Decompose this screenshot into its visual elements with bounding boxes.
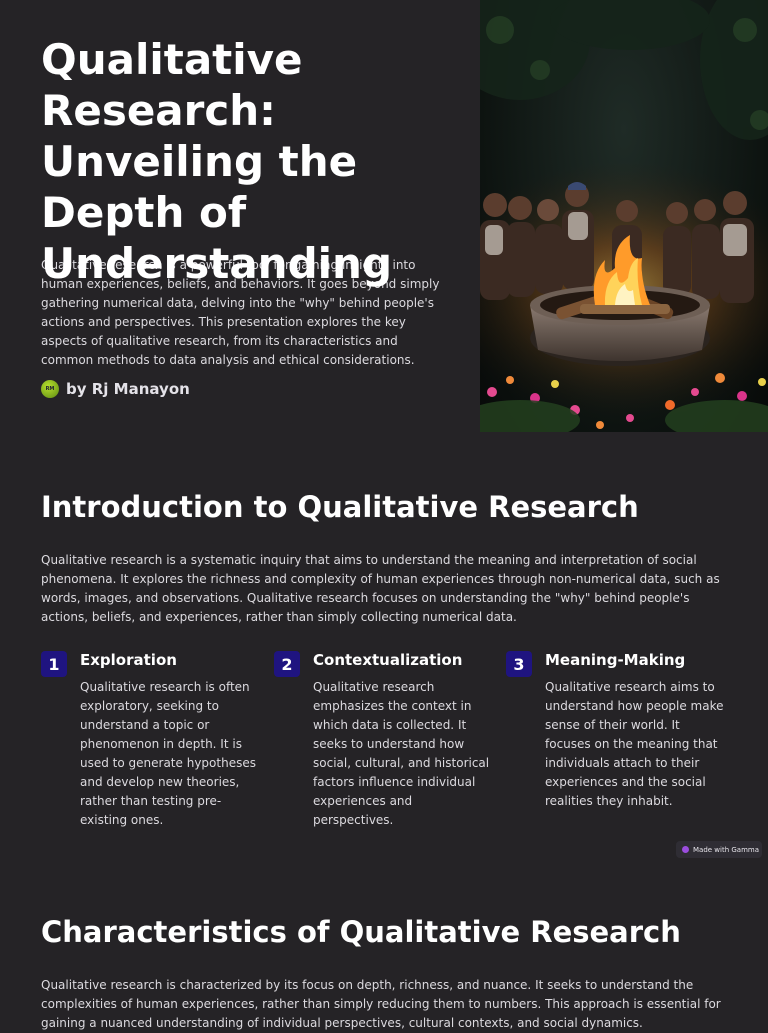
author-byline: RM by Rj Manayon [41, 380, 190, 398]
number-badge: 1 [41, 651, 67, 677]
author-name: by Rj Manayon [66, 380, 190, 398]
introduction-paragraph: Qualitative research is a systematic inq… [41, 553, 720, 624]
card-title: Meaning-Making [545, 651, 686, 669]
number-badge: 2 [274, 651, 300, 677]
avatar: RM [41, 380, 59, 398]
card-text: Qualitative research is often explorator… [80, 680, 256, 827]
campfire-image [480, 0, 768, 432]
card-text: Qualitative research aims to understand … [545, 680, 724, 808]
page-title: Qualitative Research: Unveiling the Dept… [41, 35, 393, 288]
gamma-logo-icon [682, 846, 689, 853]
card-title: Contextualization [313, 651, 463, 669]
badge-label: Made with Gamma [693, 845, 760, 854]
hero-description: Qualitative research is a powerful tool … [41, 258, 440, 367]
number-badge: 3 [506, 651, 532, 677]
introduction-heading: Introduction to Qualitative Research [41, 490, 639, 524]
made-with-gamma-badge[interactable]: Made with Gamma [676, 841, 762, 858]
characteristics-paragraph: Qualitative research is characterized by… [41, 978, 721, 1030]
card-title: Exploration [80, 651, 177, 669]
card-text: Qualitative research emphasizes the cont… [313, 680, 490, 827]
characteristics-heading: Characteristics of Qualitative Research [41, 915, 681, 949]
